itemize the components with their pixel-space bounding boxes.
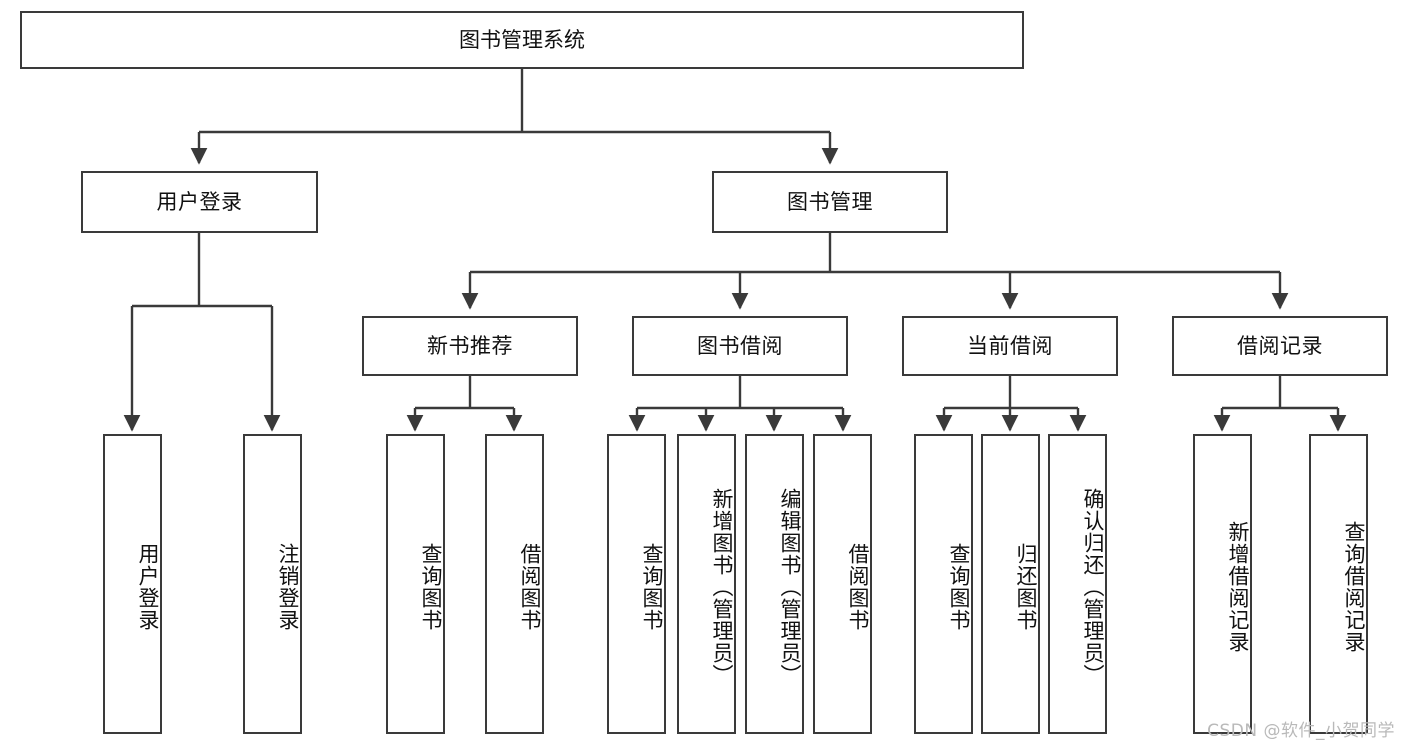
node-label: 归还图书 [1014,543,1038,631]
node-label: 图书管理 [787,189,873,214]
node-label: 用户登录 [136,543,160,631]
node-current-borrow[interactable]: 当前借阅 [902,316,1118,376]
leaf-borrow-book-new[interactable]: 借阅图书 [485,434,544,734]
node-label: 查询图书 [419,543,443,631]
leaf-edit-book-admin[interactable]: 编辑图书（管理员） [745,434,804,734]
node-book-management[interactable]: 图书管理 [712,171,948,233]
leaf-add-book-admin[interactable]: 新增图书（管理员） [677,434,736,734]
leaf-user-login[interactable]: 用户登录 [103,434,162,734]
leaf-query-book-borrow[interactable]: 查询图书 [607,434,666,734]
node-label: 新书推荐 [427,333,513,358]
node-new-book-recommend[interactable]: 新书推荐 [362,316,578,376]
node-label: 编辑图书（管理员） [778,488,802,686]
node-label: 当前借阅 [967,333,1053,358]
node-borrow-record[interactable]: 借阅记录 [1172,316,1388,376]
leaf-add-borrow-record[interactable]: 新增借阅记录 [1193,434,1252,734]
leaf-query-book-current[interactable]: 查询图书 [914,434,973,734]
leaf-query-borrow-record[interactable]: 查询借阅记录 [1309,434,1368,734]
node-label: 用户登录 [156,189,243,214]
node-label: 查询图书 [640,543,664,631]
node-book-borrow[interactable]: 图书借阅 [632,316,848,376]
leaf-confirm-return-admin[interactable]: 确认归还（管理员） [1048,434,1107,734]
node-label: 注销登录 [276,543,300,631]
node-root-system[interactable]: 图书管理系统 [20,11,1024,69]
node-label: 图书借阅 [697,333,783,358]
node-label: 新增借阅记录 [1226,521,1250,653]
node-label: 确认归还（管理员） [1081,488,1105,686]
node-label: 查询借阅记录 [1342,521,1366,653]
node-label: 借阅记录 [1237,333,1323,358]
leaf-borrow-book[interactable]: 借阅图书 [813,434,872,734]
node-label: 借阅图书 [518,543,542,631]
leaf-query-book-new[interactable]: 查询图书 [386,434,445,734]
node-label: 查询图书 [947,543,971,631]
node-user-login[interactable]: 用户登录 [81,171,318,233]
node-label: 借阅图书 [846,543,870,631]
leaf-return-book[interactable]: 归还图书 [981,434,1040,734]
leaf-logout-login[interactable]: 注销登录 [243,434,302,734]
node-label: 新增图书（管理员） [710,488,734,686]
node-label: 图书管理系统 [459,27,585,52]
